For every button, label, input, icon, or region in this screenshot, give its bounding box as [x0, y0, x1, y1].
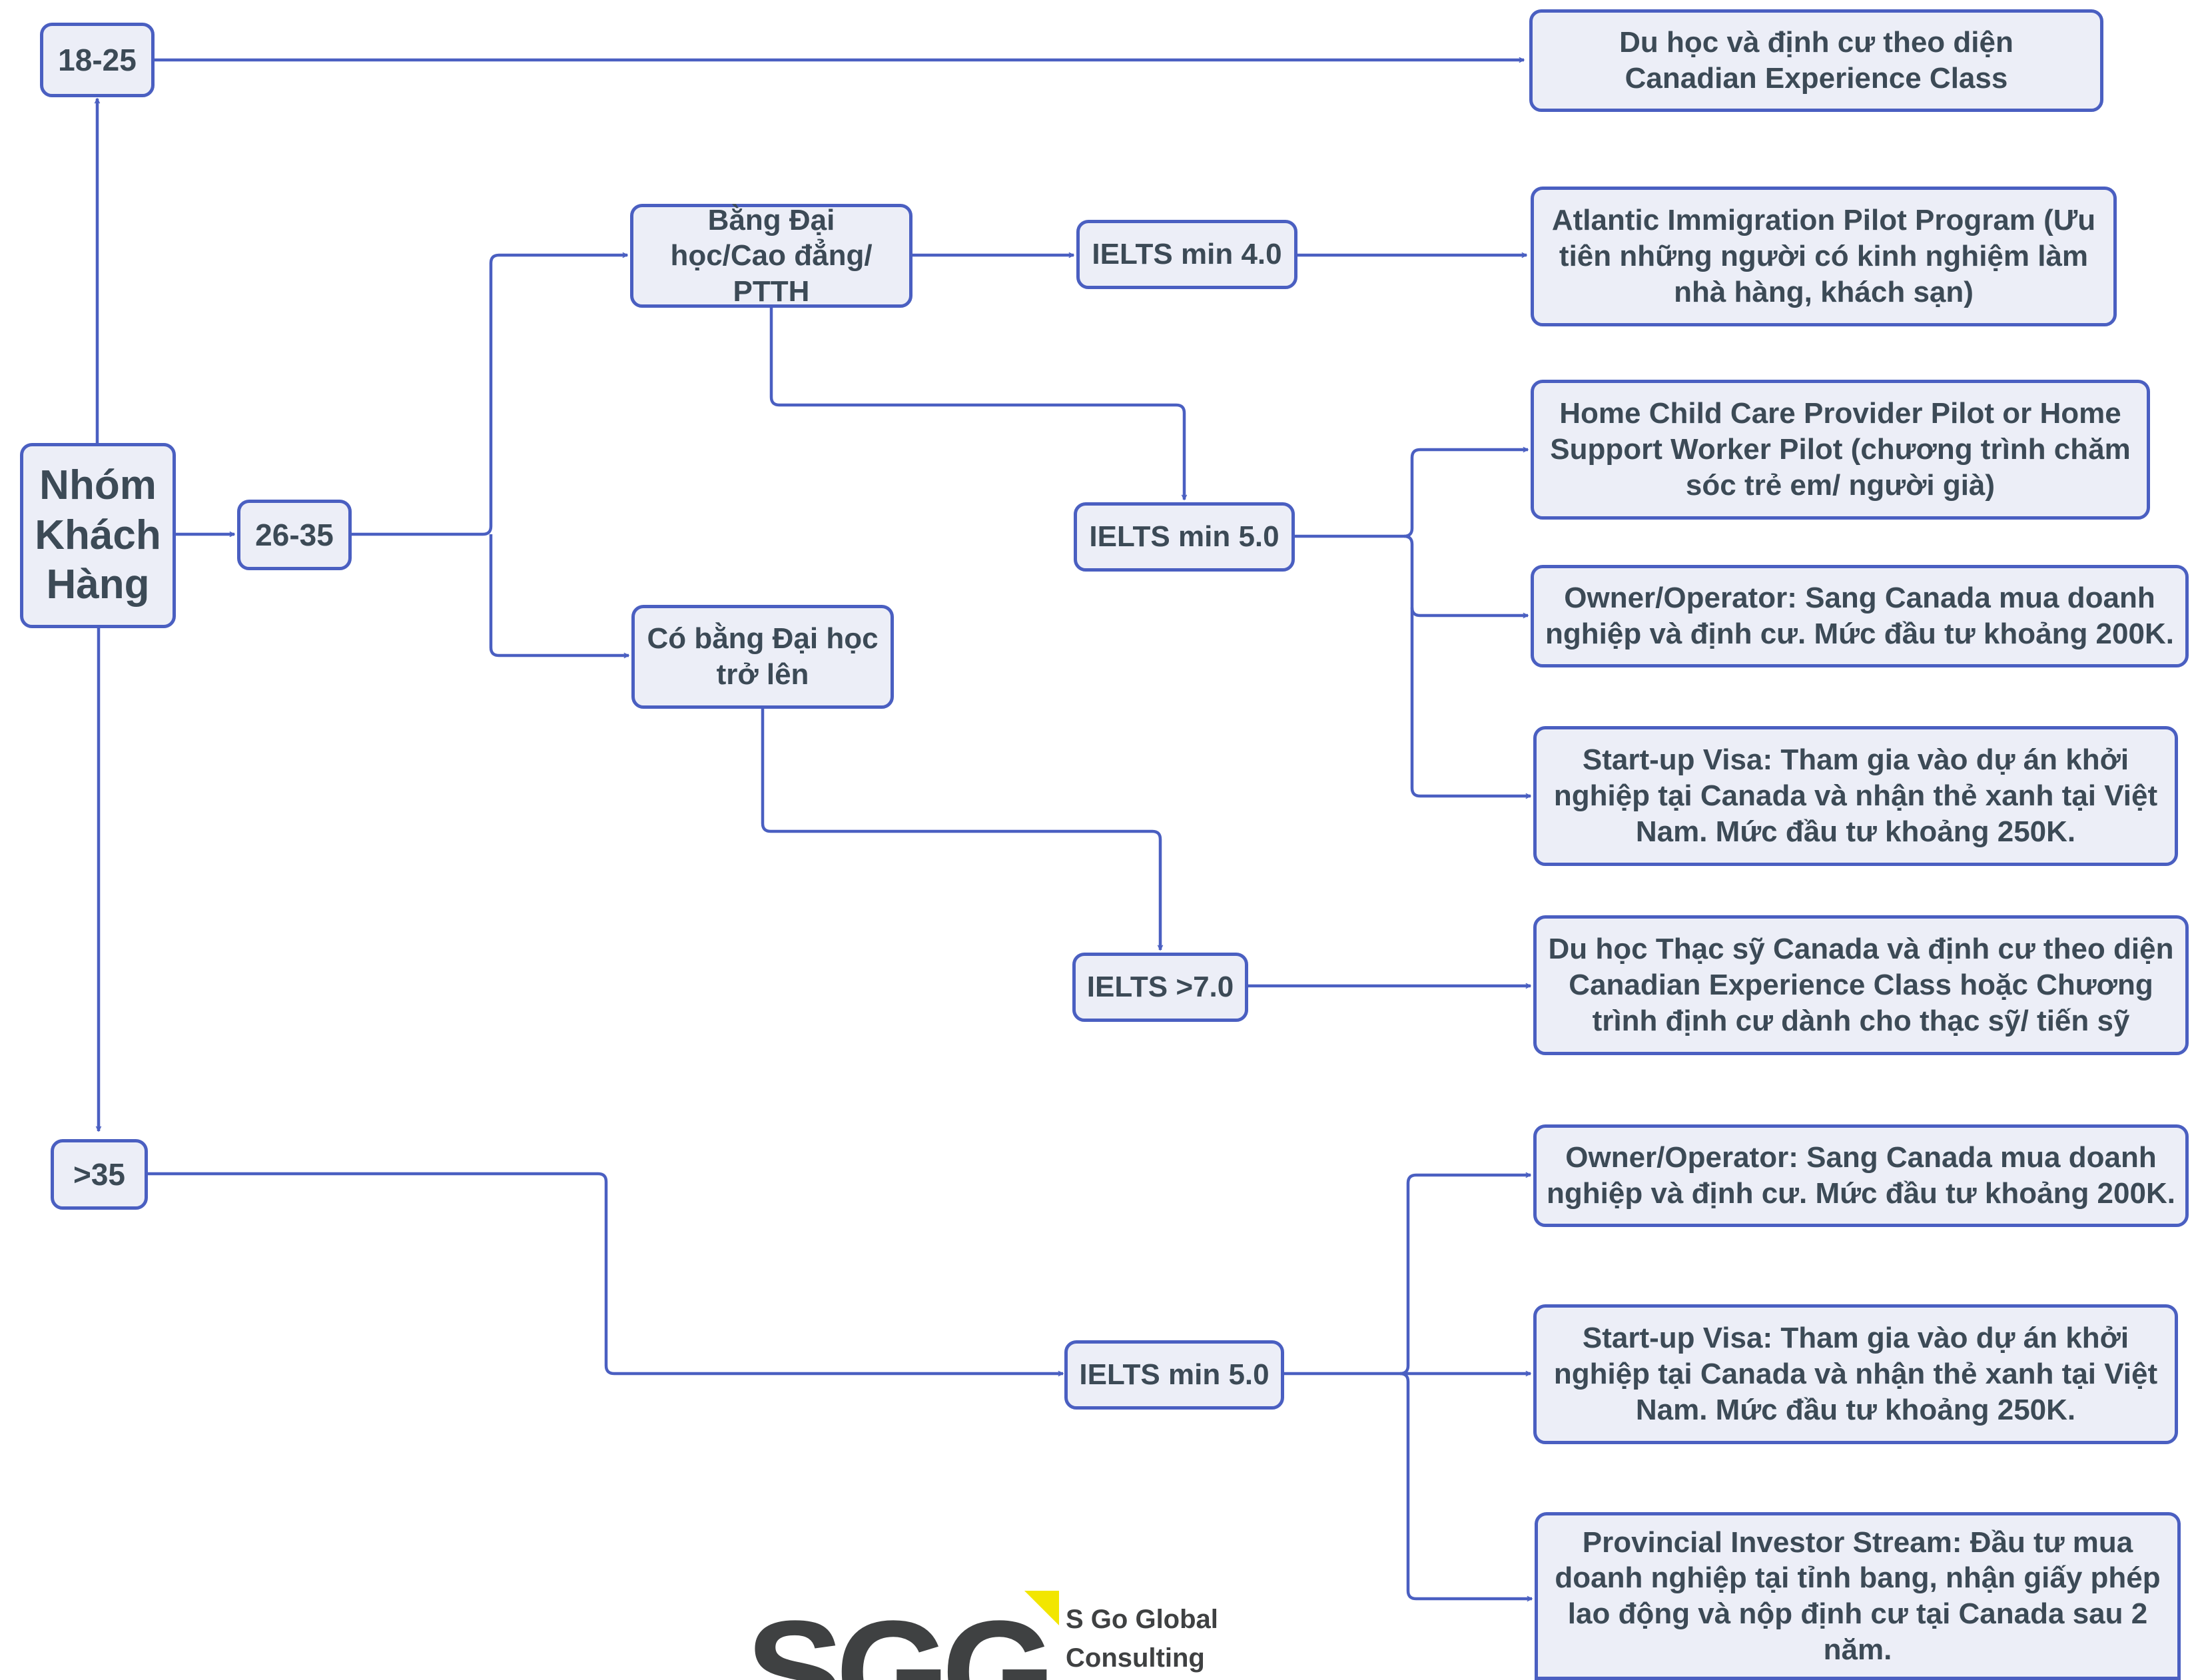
outcome-cec-label: Du học và định cư theo diện Canadian Exp…	[1619, 26, 2013, 95]
edge-26-35-to-university	[489, 534, 629, 655]
logo-line-1: S Go Global	[1066, 1605, 1218, 1634]
root-label: Nhóm Khách Hàng	[35, 462, 161, 608]
outcome-atlantic-label: Atlantic Immigration Pilot Program (Ưu t…	[1551, 204, 2096, 308]
sgg-logo-text: S Go Global Consulting	[1066, 1600, 1218, 1677]
degree-university-node: Có bằng Đại học trở lên	[631, 605, 894, 709]
outcome-childcare-label: Home Child Care Provider Pilot or Home S…	[1550, 397, 2131, 502]
edge-university-to-ielts7	[761, 709, 1160, 950]
ielts-5-b-node: IELTS min 5.0	[1064, 1340, 1284, 1410]
edge-over-35-to-ielts5b	[147, 1172, 1063, 1374]
edge-26-35-to-college	[350, 255, 627, 536]
outcome-startup-b-node: Start-up Visa: Tham gia vào dự án khởi n…	[1533, 1304, 2178, 1444]
edge-ielts5a-to-startup-a	[1410, 608, 1531, 796]
outcome-owner-b-label: Owner/Operator: Sang Canada mua doanh ng…	[1547, 1141, 2175, 1210]
sgg-logo: SGG S Go Global Consulting	[746, 1585, 1252, 1680]
logo-line-2: Consulting	[1066, 1643, 1205, 1673]
ielts-4-node: IELTS min 4.0	[1076, 220, 1297, 289]
ielts-5-a-node: IELTS min 5.0	[1074, 502, 1295, 572]
outcome-masters-node: Du học Thạc sỹ Canada và định cư theo di…	[1533, 915, 2189, 1055]
age-26-35-node: 26-35	[237, 500, 352, 570]
outcome-cec-node: Du học và định cư theo diện Canadian Exp…	[1529, 9, 2103, 112]
ielts-7-node: IELTS >7.0	[1072, 953, 1248, 1022]
age-over-35-node: >35	[51, 1139, 148, 1210]
outcome-owner-a-node: Owner/Operator: Sang Canada mua doanh ng…	[1531, 565, 2189, 667]
edge-ielts5a-to-childcare	[1294, 450, 1528, 538]
outcome-startup-a-node: Start-up Visa: Tham gia vào dự án khởi n…	[1533, 726, 2178, 866]
degree-university-label: Có bằng Đại học trở lên	[647, 622, 879, 691]
edge-college-to-ielts5a	[769, 308, 1184, 500]
edge-ielts5b-to-owner-b	[1283, 1175, 1531, 1376]
age-over-35-label: >35	[73, 1156, 126, 1192]
outcome-owner-b-node: Owner/Operator: Sang Canada mua doanh ng…	[1533, 1124, 2189, 1227]
age-18-25-label: 18-25	[58, 42, 137, 77]
root-node: Nhóm Khách Hàng	[20, 443, 176, 628]
ielts-5-a-label: IELTS min 5.0	[1089, 520, 1279, 554]
outcome-owner-a-label: Owner/Operator: Sang Canada mua doanh ng…	[1545, 582, 2174, 650]
age-26-35-label: 26-35	[255, 517, 334, 552]
degree-college-node: Bằng Đại học/Cao đẳng/ PTTH	[630, 204, 913, 308]
degree-college-label: Bằng Đại học/Cao đẳng/ PTTH	[670, 203, 873, 308]
edge-ielts5b-to-provincial	[1399, 1372, 1532, 1599]
logo-accent-icon	[1024, 1591, 1059, 1625]
outcome-atlantic-node: Atlantic Immigration Pilot Program (Ưu t…	[1531, 187, 2117, 326]
ielts-7-label: IELTS >7.0	[1086, 971, 1234, 1004]
age-18-25-node: 18-25	[40, 23, 155, 97]
sgg-logo-mark: SGG	[746, 1590, 1056, 1680]
ielts-5-b-label: IELTS min 5.0	[1079, 1358, 1270, 1392]
edge-ielts5a-to-owner-a	[1403, 534, 1528, 616]
outcome-startup-a-label: Start-up Visa: Tham gia vào dự án khởi n…	[1553, 743, 2158, 848]
outcome-masters-label: Du học Thạc sỹ Canada và định cư theo di…	[1548, 933, 2174, 1037]
outcome-childcare-node: Home Child Care Provider Pilot or Home S…	[1531, 380, 2150, 520]
outcome-startup-b-label: Start-up Visa: Tham gia vào dự án khởi n…	[1553, 1322, 2158, 1426]
outcome-provincial-node: Provincial Investor Stream: Đầu tư mua d…	[1535, 1512, 2181, 1680]
outcome-provincial-label: Provincial Investor Stream: Đầu tư mua d…	[1555, 1525, 2161, 1666]
ielts-4-label: IELTS min 4.0	[1092, 238, 1282, 271]
